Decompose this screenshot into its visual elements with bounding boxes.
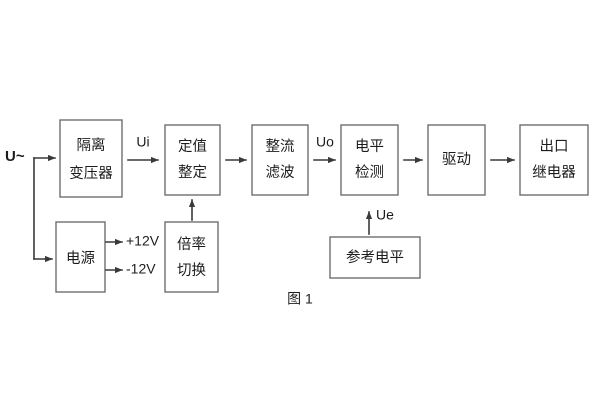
block-drive-line1: 驱动: [442, 151, 471, 168]
block-multiplier-switch[interactable]: [164, 221, 219, 293]
block-rectify-filter[interactable]: [251, 124, 309, 196]
block-reference-level[interactable]: [329, 236, 421, 279]
block-power-supply-line1: 电源: [66, 250, 95, 267]
block-level-detect[interactable]: [340, 124, 399, 196]
rail-label-positive: +12V: [126, 233, 160, 249]
block-drive[interactable]: [427, 124, 486, 196]
block-rectify-filter-line1: 整流: [266, 138, 295, 155]
block-multiplier-switch-line2: 切换: [177, 262, 206, 279]
block-power-supply[interactable]: [55, 221, 106, 293]
block-setting-value[interactable]: [164, 124, 221, 196]
signal-label-uo: Uo: [316, 134, 334, 150]
block-level-detect-line2: 检测: [355, 164, 384, 181]
block-isolation-transformer-line1: 隔离: [77, 137, 106, 154]
block-isolation-transformer[interactable]: [59, 119, 123, 198]
block-setting-value-line1: 定值: [178, 138, 207, 155]
input-source-label: U~: [5, 148, 25, 165]
block-output-relay[interactable]: [519, 124, 589, 196]
block-output-relay-line2: 继电器: [532, 164, 576, 181]
block-output-relay-line1: 出口: [540, 138, 569, 155]
block-setting-value-line2: 整定: [178, 164, 207, 181]
signal-label-ui: Ui: [136, 134, 149, 150]
block-isolation-transformer-line2: 变压器: [69, 165, 113, 182]
signal-label-ue: Ue: [376, 207, 394, 223]
block-multiplier-switch-line1: 倍率: [177, 236, 206, 253]
block-rectify-filter-line2: 滤波: [266, 164, 295, 181]
block-level-detect-line1: 电平: [355, 138, 384, 155]
block-reference-level-line1: 参考电平: [346, 249, 404, 266]
figure-caption: 图 1: [287, 291, 313, 307]
input-branch-wiring: [33, 154, 56, 263]
rail-label-negative: -12V: [126, 261, 156, 277]
